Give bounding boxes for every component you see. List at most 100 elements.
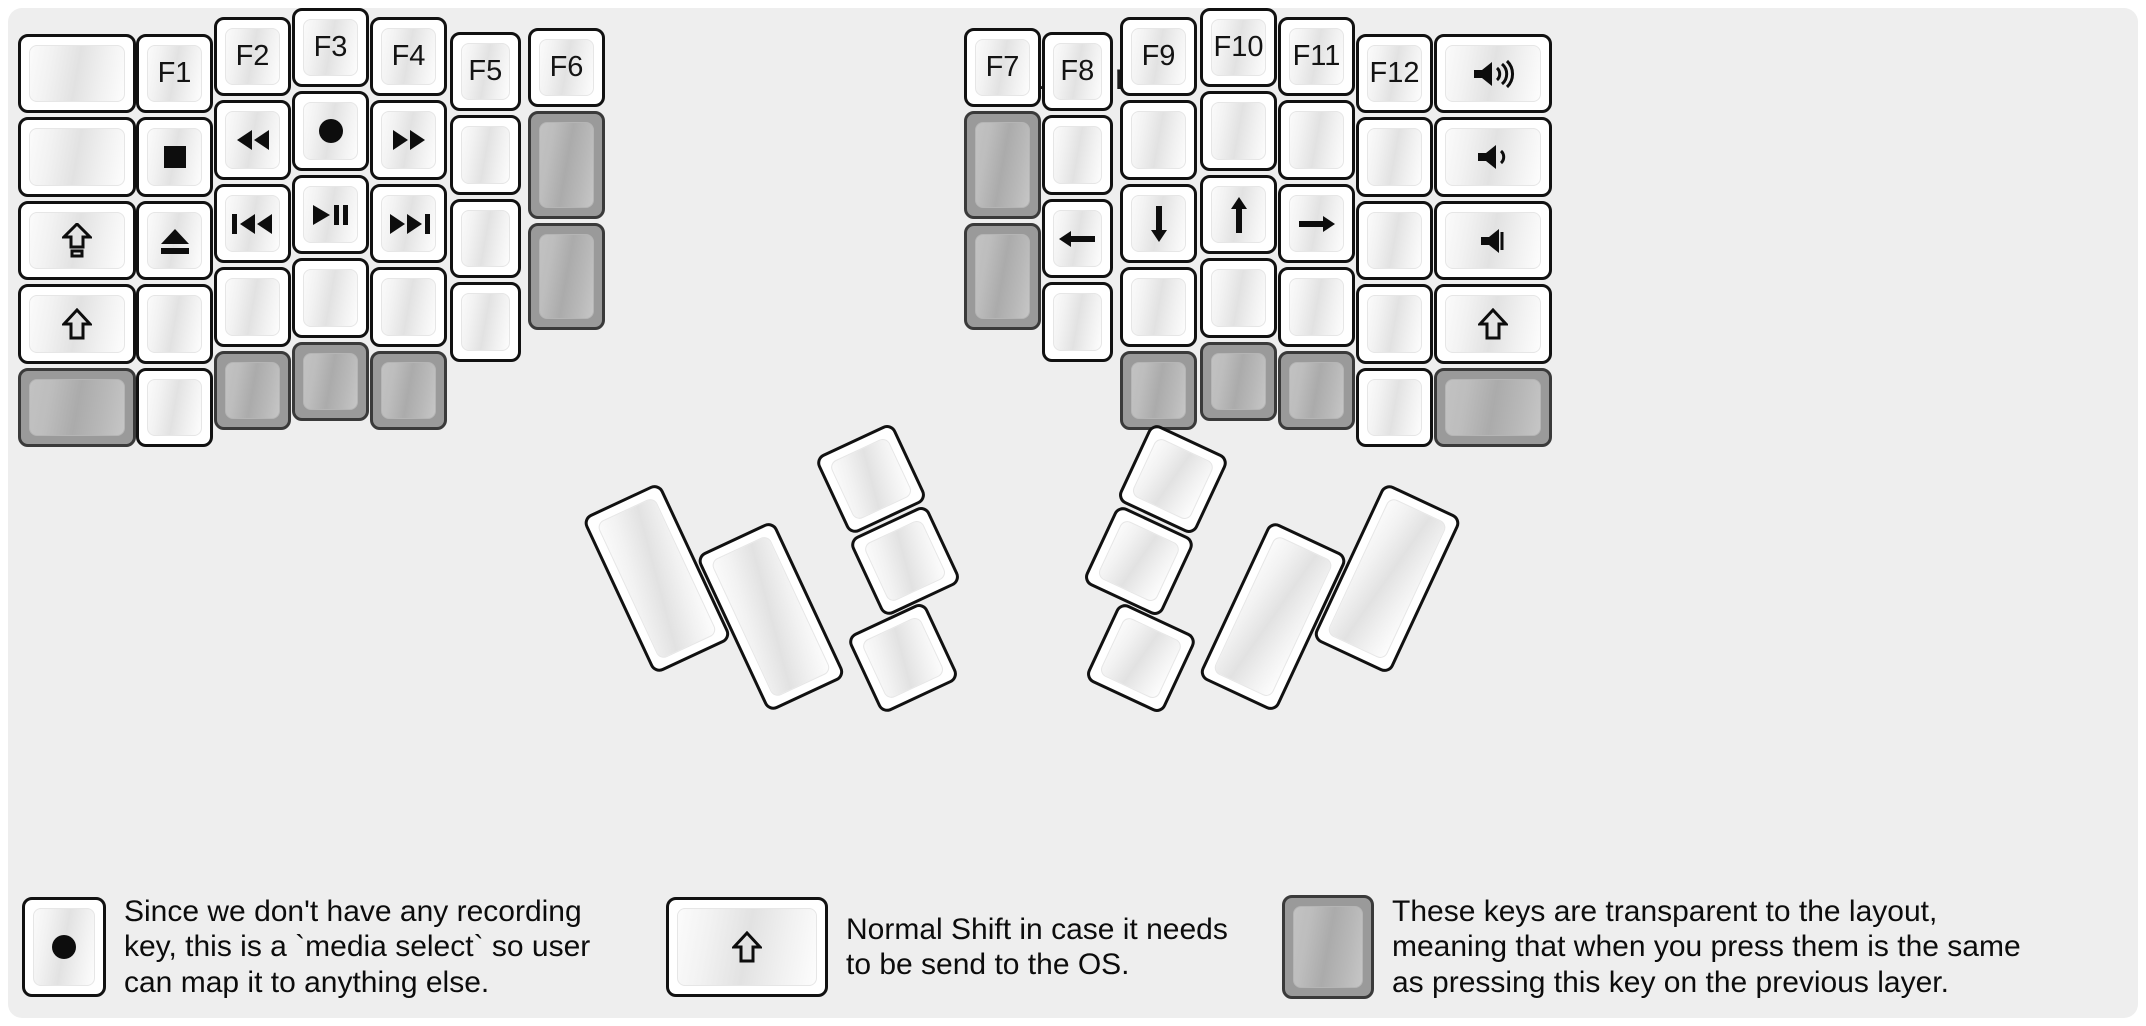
keycap-face	[1131, 278, 1187, 336]
key-left-col-innermost-2[interactable]	[528, 222, 606, 330]
keycap-face: F6	[539, 39, 595, 97]
keycap-face	[862, 518, 948, 604]
keycap-face	[461, 293, 510, 351]
keycap-face	[1211, 185, 1267, 244]
key-left-col-pinky-1[interactable]	[136, 117, 214, 197]
keycap-label: F6	[549, 51, 584, 84]
key-left-col-inner-3[interactable]	[450, 282, 521, 362]
media-play-pause-icon	[311, 203, 351, 227]
key-left-col-innermost-1[interactable]	[528, 111, 606, 219]
key-left-col-pinky-outer-0[interactable]	[18, 34, 136, 114]
key-right-col-inner-0[interactable]: F8	[1042, 32, 1113, 112]
media-record-icon	[317, 117, 345, 145]
key-right-col-pinky-outer-3[interactable]	[1434, 284, 1552, 364]
key-right-col-index-2[interactable]	[1120, 183, 1198, 264]
legend-sample-key-2	[1282, 895, 1374, 999]
keycap-face	[860, 615, 946, 701]
key-right-col-pinky-3[interactable]	[1356, 284, 1434, 364]
legend-text-0: Since we don't have any recording key, t…	[124, 894, 591, 999]
key-left-col-inner-2[interactable]	[450, 198, 521, 279]
key-left-col-pinky-outer-4[interactable]	[18, 367, 136, 448]
key-right-col-pinky-4[interactable]	[1356, 367, 1434, 448]
key-left-col-middle-2[interactable]	[292, 174, 370, 255]
keycap-face	[303, 269, 359, 327]
key-left-col-index-4[interactable]	[370, 350, 448, 431]
key-right-col-middle-1[interactable]	[1200, 91, 1278, 171]
legend-sample-key-0	[22, 897, 106, 997]
key-left-col-innermost-0[interactable]: F6	[528, 28, 606, 108]
keycap-face	[225, 278, 281, 336]
caps-lock-icon	[61, 222, 92, 259]
key-left-col-index-0[interactable]: F4	[370, 17, 448, 97]
key-right-col-index-1[interactable]	[1120, 100, 1198, 180]
key-right-col-middle-3[interactable]	[1200, 258, 1278, 338]
keycap-face	[539, 233, 595, 319]
key-right-col-index-4[interactable]	[1120, 350, 1198, 431]
keycap-face	[677, 908, 817, 986]
keycap-label: F12	[1369, 57, 1420, 90]
key-right-col-ring-3[interactable]	[1278, 267, 1356, 347]
keycap-face	[1131, 361, 1187, 420]
key-right-col-pinky-0[interactable]: F12	[1356, 34, 1434, 114]
key-right-col-pinky-2[interactable]	[1356, 200, 1434, 281]
key-right-col-middle-4[interactable]	[1200, 341, 1278, 422]
keycap-face	[1098, 615, 1184, 701]
key-right-col-innermost-2[interactable]	[964, 222, 1042, 330]
key-left-col-pinky-outer-2[interactable]	[18, 200, 136, 281]
shift-icon	[732, 931, 762, 963]
key-left-col-pinky-3[interactable]	[136, 284, 214, 364]
keycap-face	[1289, 278, 1345, 336]
key-right-col-ring-1[interactable]	[1278, 100, 1356, 180]
key-right-col-pinky-outer-2[interactable]	[1434, 200, 1552, 281]
key-right-col-inner-1[interactable]	[1042, 115, 1113, 195]
key-left-col-middle-0[interactable]: F3	[292, 8, 370, 88]
key-left-col-inner-1[interactable]	[450, 115, 521, 195]
key-left-col-middle-4[interactable]	[292, 341, 370, 422]
key-right-col-pinky-outer-4[interactable]	[1434, 367, 1552, 448]
key-left-col-index-3[interactable]	[370, 267, 448, 347]
key-left-col-ring-3[interactable]	[214, 267, 292, 347]
key-right-col-index-0[interactable]: F9	[1120, 17, 1198, 97]
keycap-label: F9	[1141, 40, 1176, 73]
key-left-col-ring-1[interactable]	[214, 100, 292, 180]
key-left-col-middle-1[interactable]	[292, 91, 370, 171]
arrow-right-icon	[1297, 213, 1337, 235]
media-next-track-icon	[386, 212, 432, 236]
key-left-col-pinky-2[interactable]	[136, 200, 214, 281]
keycap-face	[1367, 378, 1423, 437]
key-left-col-index-2[interactable]	[370, 183, 448, 264]
key-right-col-pinky-outer-1[interactable]	[1434, 117, 1552, 197]
key-left-col-middle-3[interactable]	[292, 258, 370, 338]
key-right-col-middle-2[interactable]	[1200, 174, 1278, 255]
key-left-col-pinky-0[interactable]: F1	[136, 34, 214, 114]
keycap-face	[29, 295, 125, 353]
keycap-face	[29, 45, 125, 103]
keycap-face	[1367, 295, 1423, 353]
key-left-col-inner-0[interactable]: F5	[450, 32, 521, 112]
key-right-col-index-3[interactable]	[1120, 267, 1198, 347]
key-right-col-innermost-1[interactable]	[964, 111, 1042, 219]
keycap-face	[1130, 436, 1216, 522]
key-right-col-inner-3[interactable]	[1042, 282, 1113, 362]
keycap-label: F8	[1060, 55, 1095, 88]
key-right-col-pinky-outer-0[interactable]	[1434, 34, 1552, 114]
keycap-face: F3	[303, 19, 359, 77]
key-right-col-ring-0[interactable]: F11	[1278, 17, 1356, 97]
key-left-col-pinky-outer-3[interactable]	[18, 284, 136, 364]
key-right-col-innermost-0[interactable]: F7	[964, 28, 1042, 108]
keycap-face	[303, 102, 359, 160]
key-right-col-ring-2[interactable]	[1278, 183, 1356, 264]
keycap-face	[381, 278, 437, 336]
key-right-col-inner-2[interactable]	[1042, 198, 1113, 279]
key-left-col-ring-2[interactable]	[214, 183, 292, 264]
key-right-col-ring-4[interactable]	[1278, 350, 1356, 431]
legend-item-1: Normal Shift in case it needs to be send…	[666, 872, 1228, 1022]
key-left-col-ring-4[interactable]	[214, 350, 292, 431]
keycap-face	[1289, 361, 1345, 420]
key-left-col-pinky-outer-1[interactable]	[18, 117, 136, 197]
key-left-col-ring-0[interactable]: F2	[214, 17, 292, 97]
key-left-col-index-1[interactable]	[370, 100, 448, 180]
key-left-col-pinky-4[interactable]	[136, 367, 214, 448]
key-right-col-middle-0[interactable]: F10	[1200, 8, 1278, 88]
key-right-col-pinky-1[interactable]	[1356, 117, 1434, 197]
